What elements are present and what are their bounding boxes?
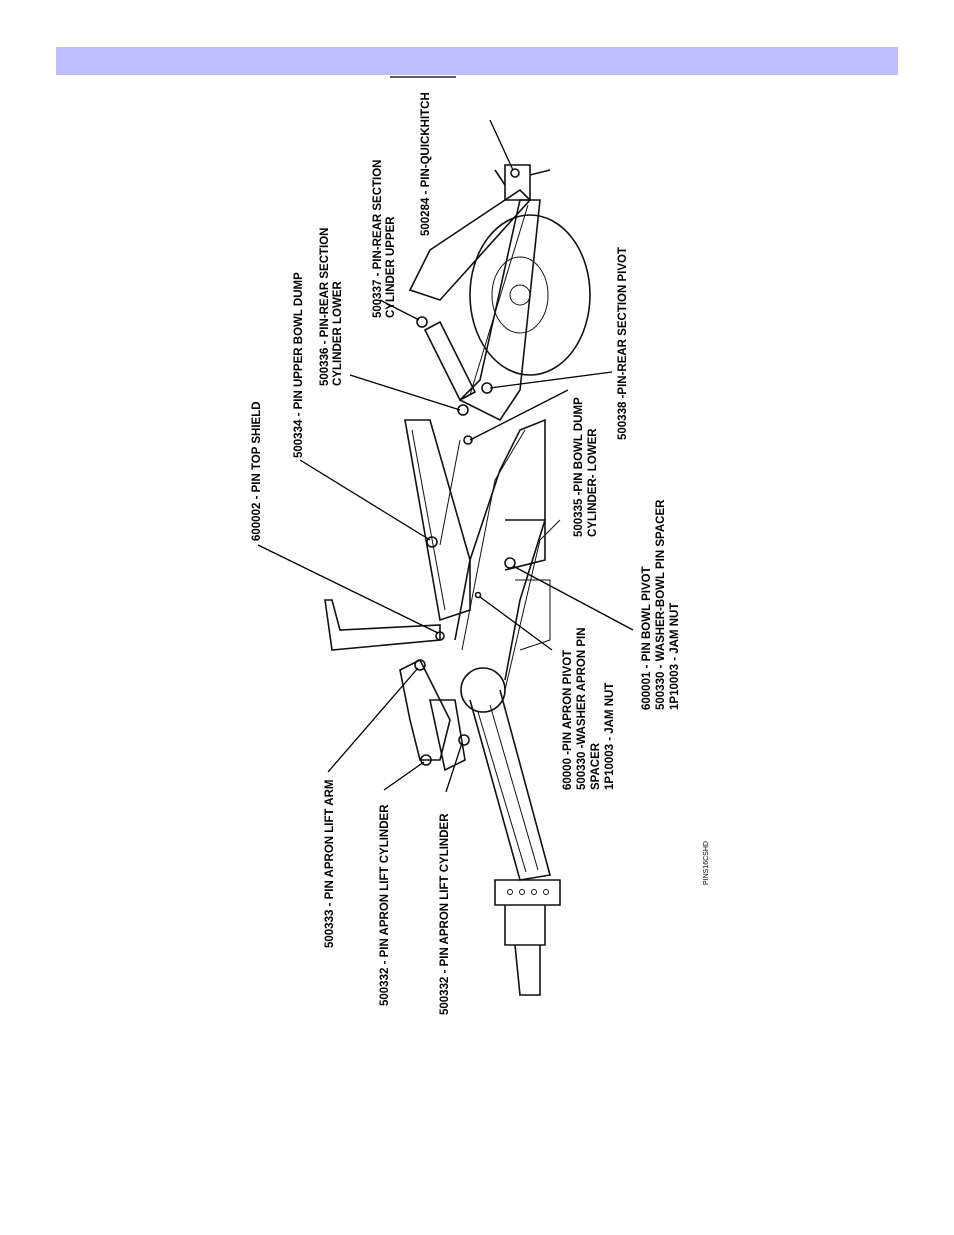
pin-apron-lift-cyl-2 (458, 734, 470, 746)
label-apron-pivot-line1: 60000 -PIN APRON PIVOT (562, 650, 574, 790)
drawbar (469, 689, 552, 881)
rear-push-arm (408, 188, 532, 301)
label-upper-bowl-dump: 500334 - PIN UPPER BOWL DUMP (293, 272, 305, 458)
label-apron-lift-cyl-1: 500332 - PIN APRON LIFT CYLINDER (379, 804, 391, 1006)
apron-lift-arm (399, 658, 451, 761)
bowl-body (454, 418, 546, 681)
part-labels: 500284 - PIN-QUICKHITCH 500337 - PIN-REA… (251, 92, 710, 1015)
pin-rear-cyl-upper (416, 316, 428, 328)
label-apron-lift-cyl-2: 500332 - PIN APRON LIFT CYLINDER (439, 813, 451, 1015)
label-apron-pivot-line4: 1P10003 - JAM NUT (604, 683, 616, 790)
label-apron-pivot-line3: SPACER (590, 742, 602, 790)
label-pin-quickhitch: 500284 - PIN-QUICKHITCH (420, 92, 432, 236)
leader-lines (257, 119, 634, 793)
pin-quickhitch (510, 168, 520, 178)
pin-apron-pivot (474, 591, 482, 599)
drawing-code: PINS16CSHD (703, 841, 710, 885)
label-rear-upper-line2: CYLINDER UPPER (385, 216, 397, 318)
pin-bowl-dump-lower (463, 435, 473, 445)
label-rear-lower-line2: CYLINDER LOWER (332, 281, 344, 386)
bowl-pivot-hub (460, 667, 506, 713)
rear-wheel (469, 214, 591, 376)
label-top-shield: 600002 - PIN TOP SHIELD (251, 401, 263, 541)
label-rear-lower-line1: 500336 - PIN-REAR SECTION (319, 228, 331, 387)
quickhitch-block (504, 164, 531, 201)
diagram-area (222, 80, 730, 1010)
label-rear-upper-line1: 500337 - PIN-REAR SECTION (372, 160, 384, 319)
label-bowl-dump-lower-line1: 500335 -PIN BOWL DUMP (573, 397, 585, 537)
apron (404, 419, 471, 622)
label-bowl-dump-lower-line2: CYLINDER- LOWER (587, 428, 599, 537)
bowl-bracket (504, 519, 546, 571)
pin-apron-lift-arm (414, 659, 426, 671)
label-apron-pivot-line2: 500330 -WASHER APRON PIN (576, 627, 588, 790)
header-band (56, 47, 898, 75)
label-bowl-pivot-line1: 600001 - PIN BOWL PIVOT (641, 566, 653, 710)
front-hitch-plate (494, 879, 561, 906)
label-apron-lift-arm: 500333 - PIN APRON LIFT ARM (324, 780, 336, 949)
pin-top-shield (435, 631, 445, 641)
label-bowl-pivot-line3: 1P10003 - JAM NUT (669, 603, 681, 710)
label-bowl-pivot-line2: 500330 - WASHER-BOWL PIN SPACER (655, 499, 667, 710)
label-rear-pivot: 500338 -PIN-REAR SECTION PIVOT (617, 247, 629, 440)
top-shield (324, 599, 441, 651)
scraper-drawing (324, 164, 591, 996)
pin-apron-lift-cyl-1 (420, 754, 432, 766)
rear-frame (458, 199, 541, 422)
apron-lift-cylinder (429, 699, 466, 772)
pin-upper-bowl-dump (426, 536, 438, 548)
pin-bowl-pivot (504, 557, 516, 569)
rear-section-cylinder (423, 320, 477, 402)
